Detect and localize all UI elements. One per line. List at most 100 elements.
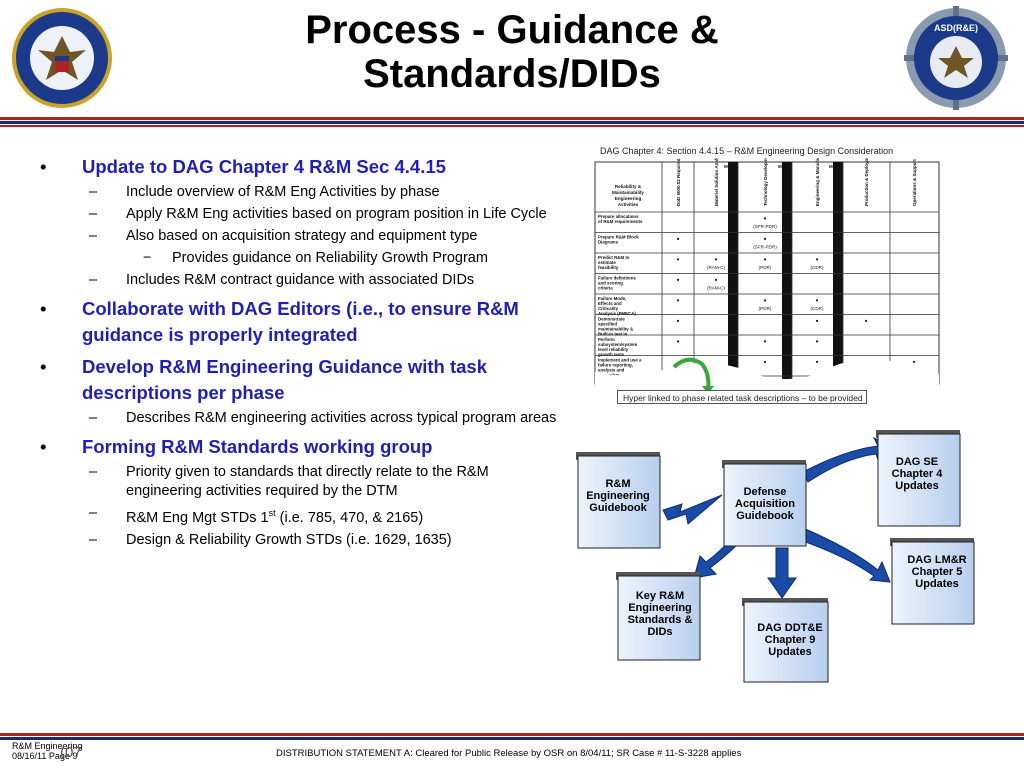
footer-left: R&M Engineering 08/16/11 Page 9	[12, 741, 83, 761]
table-mark: •	[764, 235, 767, 244]
table-row-label: Demonstrate	[598, 317, 625, 322]
table-mark: •	[816, 255, 819, 264]
table-mark: •	[677, 296, 680, 305]
table-row-label: Prepare allocations	[598, 214, 639, 219]
table-phase-header: Operations & Support	[912, 159, 917, 206]
bullet-l2: –Includes R&M contract guidance with ass…	[89, 272, 475, 288]
table-mark: •	[816, 358, 819, 367]
table-phase-header: Technology Development	[763, 158, 768, 206]
table-header-label: Activities	[618, 202, 639, 207]
table-row-label: analysis and	[598, 368, 625, 373]
arrow-to-key-rm	[693, 537, 741, 579]
table-row-label: Built-in test in	[598, 332, 628, 337]
table-row-label: Criticality	[598, 306, 619, 311]
book-label-dag: Defense Acquisition Guidebook	[735, 486, 795, 522]
asdre-seal-icon: ASD(R&E)	[904, 6, 1008, 110]
table-mark-note: (CDR)	[810, 265, 823, 270]
bullet-l2: –Also based on acquisition strategy and …	[89, 228, 478, 244]
table-mark: •	[816, 296, 819, 305]
table-mark-note: (SFR-PDR)	[753, 224, 777, 229]
header-stripe-red-2	[0, 125, 1024, 127]
arrow-to-dag-ddte	[767, 547, 797, 599]
table-phase-header: DoD 5000.02 Required	[676, 158, 681, 206]
milestone-label: MS	[829, 164, 836, 169]
table-mark: •	[715, 276, 718, 285]
milestone-label: B	[788, 170, 792, 175]
table-mark: •	[816, 317, 819, 326]
footer-page-mark: (07	[60, 744, 82, 761]
book-label-rm-guidebook: R&M Engineering Guidebook	[586, 478, 650, 514]
footer-left-line2: 08/16/11 Page 9	[12, 751, 78, 761]
bullet-l1: •Update to DAG Chapter 4 R&M Sec 4.4.15	[40, 156, 446, 177]
arrow-to-dag-lmr	[799, 527, 891, 583]
footer-stripe-red	[0, 733, 1024, 736]
table-mark-note: (SFR-PDR)	[753, 245, 777, 250]
book-dag-se	[876, 430, 961, 527]
bullet-list: •Update to DAG Chapter 4 R&M Sec 4.4.15 …	[40, 148, 565, 550]
bullet-l2: –Include overview of R&M Eng Activities …	[89, 184, 440, 200]
book-label-key-rm: Key R&M Engineering Standards & DIDs	[627, 590, 693, 638]
table-mark: •	[715, 255, 718, 264]
footer-stripe-blue	[0, 737, 1024, 740]
table-mark-note: (CDR)	[810, 306, 823, 311]
table-row-label: estimate	[598, 260, 616, 265]
table-mark: •	[677, 337, 680, 346]
table-row-label: criteria	[598, 286, 613, 291]
bullet-l2: –Priority given to standards that direct…	[89, 464, 489, 499]
book-label-dag-lmr: DAG LM&R Chapter 5 Updates	[907, 554, 967, 590]
table-row-label: maintainability &	[598, 327, 634, 332]
table-row-label: Prepare R&M Block	[598, 235, 639, 240]
book-key-rm	[616, 572, 701, 661]
guidance-flow-diagram	[576, 430, 975, 683]
dag-figure-title: DAG Chapter 4: Section 4.4.15 – R&M Engi…	[600, 146, 894, 156]
table-mark: •	[764, 296, 767, 305]
bullet-l2: –Design & Reliability Growth STDs (i.e. …	[89, 531, 452, 548]
table-mark: •	[764, 255, 767, 264]
table-row-label: feasibility	[598, 265, 619, 270]
table-row-label: specified	[598, 322, 617, 327]
book-rm-guidebook	[576, 452, 661, 549]
table-row-label: and scoring	[598, 281, 623, 286]
table-header-label: Engineering	[615, 196, 642, 201]
arrow-to-rm-guidebook	[662, 494, 723, 525]
book-dag-lmr	[890, 538, 975, 625]
title-line-1: Process - Guidance &	[305, 8, 719, 52]
table-mark-note: (RAM-C)	[707, 265, 726, 270]
table-row-label: Failure Mode,	[598, 296, 626, 301]
milestone-label: A	[734, 170, 738, 175]
table-mark: •	[677, 317, 680, 326]
table-row-label: of R&M requirements	[598, 219, 643, 224]
table-row-label: Effects and	[598, 301, 622, 306]
bullet-l1: •Develop R&M Engineering Guidance with t…	[40, 356, 488, 403]
table-mark-note: (RAM-C)	[707, 286, 726, 291]
milestone-label: MS	[724, 164, 731, 169]
table-row-label: Implement and use a	[598, 358, 642, 363]
table-row-label: growth tests	[598, 352, 625, 357]
table-header-label: Reliability &	[615, 184, 642, 189]
table-mark: •	[816, 337, 819, 346]
milestone-label: C	[839, 170, 843, 175]
table-mark: •	[865, 317, 868, 326]
bullet-l2: –Apply R&M Eng activities based on progr…	[89, 206, 547, 222]
table-mark: •	[677, 255, 680, 264]
bullet-l1: •Forming R&M Standards working group	[40, 436, 433, 457]
table-phase-header: Production & Deployment	[864, 158, 869, 206]
milestone-label: MS	[778, 164, 785, 169]
book-dag	[722, 460, 807, 547]
table-row-label: Diagrams	[598, 240, 619, 245]
table-mark: •	[677, 276, 680, 285]
distribution-statement: DISTRIBUTION STATEMENT A: Cleared for Pu…	[276, 748, 742, 759]
table-phase-header: Materiel Solution Analysis	[714, 158, 719, 206]
bullet-l3: −Provides guidance on Reliability Growth…	[143, 250, 488, 266]
asdre-seal-text: ASD(R&E)	[934, 23, 978, 33]
table-phase-header: Engineering & Manufacturing Development	[815, 158, 820, 206]
dod-seal-icon	[12, 8, 112, 108]
table-header-label: Maintainability	[612, 190, 644, 195]
table-row-label: Predict R&M to	[598, 255, 630, 260]
footer-left-line1: R&M Engineering	[12, 741, 83, 751]
table-mark: •	[677, 235, 680, 244]
table-row-label: subsystem/system	[598, 342, 637, 347]
table-mark: •	[913, 358, 916, 367]
bullet-l2: –Describes R&M engineering activities ac…	[89, 410, 557, 426]
